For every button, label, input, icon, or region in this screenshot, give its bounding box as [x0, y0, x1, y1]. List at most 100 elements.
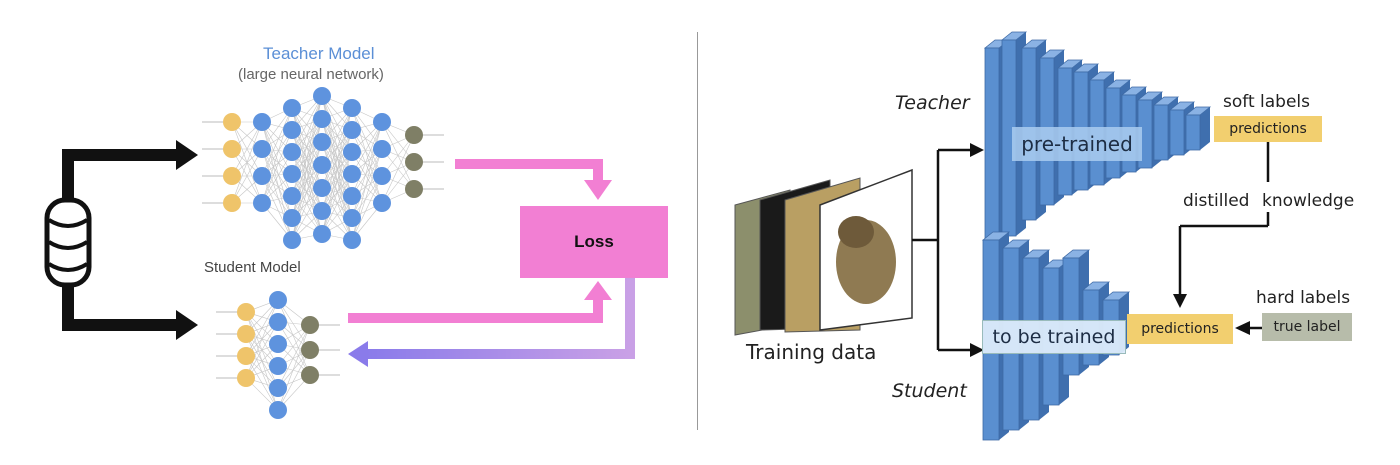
- loss-box: Loss: [520, 206, 668, 278]
- teacher-model-subtitle: (large neural network): [238, 66, 384, 83]
- training-images: [734, 168, 913, 336]
- net-node: [269, 357, 287, 375]
- net-node: [269, 335, 287, 353]
- net-connection: [261, 107, 293, 177]
- net-connection: [351, 175, 383, 241]
- net-connection: [261, 121, 293, 197]
- net-node: [223, 194, 241, 212]
- net-node: [313, 225, 331, 243]
- data-to-student-arrow: [62, 285, 198, 340]
- net-connection: [277, 299, 311, 351]
- net-connection: [245, 299, 279, 357]
- net-node: [237, 347, 255, 365]
- student-predictions-box: predictions: [1127, 314, 1233, 344]
- net-connection: [291, 187, 323, 241]
- net-node: [343, 231, 361, 249]
- data-to-teacher-arrow: [62, 140, 198, 200]
- net-node: [343, 187, 361, 205]
- student-network: [216, 291, 340, 419]
- net-node: [313, 133, 331, 151]
- net-connection: [261, 148, 293, 219]
- cnn-layer: [1062, 257, 1080, 376]
- net-node: [343, 165, 361, 183]
- net-connection: [351, 121, 383, 197]
- student-label: Student: [892, 380, 967, 402]
- net-connection: [321, 164, 353, 241]
- net-node: [301, 341, 319, 359]
- net-node: [269, 379, 287, 397]
- net-node: [253, 140, 271, 158]
- net-node: [343, 143, 361, 161]
- soft-labels-label: soft labels: [1223, 92, 1310, 112]
- net-connection: [291, 95, 323, 153]
- net-node: [283, 143, 301, 161]
- net-connection: [351, 121, 383, 175]
- net-connection: [277, 324, 311, 411]
- net-connection: [231, 121, 263, 204]
- net-connection: [261, 129, 293, 204]
- teacher-predictions-box: predictions: [1214, 116, 1322, 142]
- net-node: [405, 126, 423, 144]
- net-connection: [351, 129, 383, 177]
- net-connection: [291, 129, 323, 189]
- net-connection: [291, 107, 323, 166]
- net-connection: [291, 129, 323, 212]
- net-connection: [321, 95, 353, 175]
- net-connection: [291, 107, 323, 189]
- net-connection: [291, 151, 323, 235]
- net-connection: [231, 121, 263, 177]
- net-node: [373, 140, 391, 158]
- net-node: [269, 313, 287, 331]
- net-node: [313, 202, 331, 220]
- net-node: [373, 194, 391, 212]
- net-node: [313, 156, 331, 174]
- pretrained-label: pre-trained: [1012, 127, 1142, 161]
- hard-labels-label: hard labels: [1256, 288, 1351, 308]
- net-node: [283, 187, 301, 205]
- net-node: [301, 366, 319, 384]
- net-connection: [351, 148, 383, 197]
- net-connection: [321, 118, 353, 197]
- net-connection: [351, 148, 383, 219]
- net-connection: [321, 141, 353, 219]
- net-connection: [277, 324, 311, 389]
- cnn-layer: [984, 47, 1000, 246]
- panel-divider: [697, 32, 698, 430]
- net-node: [301, 316, 319, 334]
- net-connection: [321, 107, 353, 189]
- net-node: [269, 401, 287, 419]
- net-node: [405, 153, 423, 171]
- net-node: [405, 180, 423, 198]
- teacher-to-loss-arrow: [455, 159, 612, 200]
- net-connection: [291, 164, 323, 241]
- net-node: [223, 140, 241, 158]
- net-node: [343, 121, 361, 139]
- net-node: [223, 113, 241, 131]
- net-node: [343, 99, 361, 117]
- cnn-layer: [1153, 104, 1169, 161]
- net-node: [253, 167, 271, 185]
- distilled-knowledge-arrow: [1173, 142, 1270, 308]
- net-connection: [351, 129, 383, 204]
- net-connection: [277, 349, 311, 411]
- teacher-label: Teacher: [895, 92, 970, 114]
- net-connection: [261, 121, 293, 175]
- loss-to-student-arrow: [348, 278, 635, 367]
- training-data-label: Training data: [746, 340, 877, 364]
- net-connection: [321, 151, 353, 235]
- net-connection: [245, 321, 279, 379]
- net-connection: [291, 95, 323, 175]
- net-node: [373, 167, 391, 185]
- distilled-label: distilled: [1183, 191, 1250, 211]
- net-node: [313, 87, 331, 105]
- cnn-layer-side: [1200, 107, 1210, 150]
- net-node: [313, 179, 331, 197]
- net-connection: [231, 148, 263, 204]
- student-to-loss-arrow: [348, 281, 612, 323]
- net-connection: [381, 134, 415, 204]
- net-node: [283, 121, 301, 139]
- net-node: [343, 209, 361, 227]
- net-connection: [277, 321, 311, 376]
- net-connection: [261, 148, 293, 197]
